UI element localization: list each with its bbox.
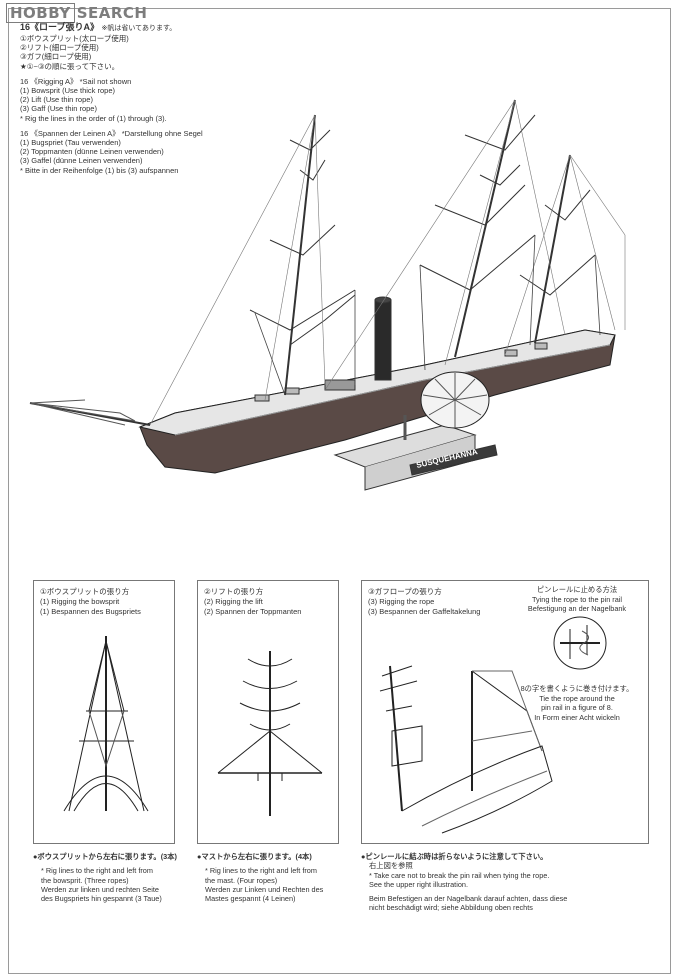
panel-title-de: (1) Bespannen des Bugspriets bbox=[40, 607, 141, 616]
panel-title-en: (2) Rigging the lift bbox=[204, 597, 263, 606]
note-lift: ●マストから左右に張ります。(4本) * Rig lines to the ri… bbox=[197, 852, 347, 903]
pinrail-sub-en: Tie the rope around the bbox=[539, 693, 615, 703]
panel-title-en: (3) Rigging the rope bbox=[368, 597, 435, 606]
en-item: (1) Bowsprit (Use thick rope) bbox=[20, 86, 116, 96]
de-header: 16 《Spannen der Leinen A》 *Darstellung o… bbox=[20, 128, 203, 138]
ship-illustration: SUSQUEHANNA bbox=[29, 99, 626, 491]
bowsprit-diagram bbox=[63, 636, 149, 812]
note-en: See the upper right illustration. bbox=[369, 879, 468, 889]
de-item: (1) Bugspriet (Tau verwenden) bbox=[20, 138, 121, 148]
pinrail-title-en: Tying the rope to the pin rail bbox=[531, 594, 623, 604]
panel-gaff: ③ガフロープの張り方 (3) Rigging the rope (3) Besp… bbox=[361, 580, 649, 844]
pinrail-title-de: Befestigung an der Nagelbank bbox=[527, 604, 627, 613]
pinrail-sub-jp: 8の字を書くように巻き付けます。 bbox=[520, 684, 634, 693]
pinrail-instruction: 8の字を書くように巻き付けます。 Tie the rope around the… bbox=[507, 684, 647, 722]
note-de: nicht beschädigt wird; siehe Abbildung o… bbox=[369, 903, 533, 913]
pinrail-caption: ピンレールに止める方法 Tying the rope to the pin ra… bbox=[512, 585, 642, 614]
step-title-note: ※帆は省いてあります。 bbox=[101, 25, 177, 32]
step-title: 16《ロープ張りA》 bbox=[20, 22, 99, 32]
note-bowsprit: ●ボウスプリットから左右に張ります。(3本) * Rig lines to th… bbox=[33, 852, 183, 903]
watermark-text: SEARCH bbox=[76, 4, 148, 22]
panel-lift: ②リフトの張り方 (2) Rigging the lift (2) Spanne… bbox=[197, 580, 339, 844]
de-item: (2) Toppmanten (dünne Leinen verwenden) bbox=[20, 147, 164, 157]
panel-header: ③ガフロープの張り方 (3) Rigging the rope (3) Besp… bbox=[368, 587, 480, 617]
panel-bowsprit: ①ボウスプリットの張り方 (1) Rigging the bowsprit (1… bbox=[33, 580, 175, 844]
jp-item: ★①~③の順に張って下さい。 bbox=[20, 61, 120, 71]
panel-title-jp: ①ボウスプリットの張り方 bbox=[40, 587, 130, 596]
panel-title-de: (3) Bespannen der Gaffeltakelung bbox=[368, 607, 481, 616]
note-en: * Rig lines to the right and left from bbox=[205, 866, 317, 876]
page-frame bbox=[8, 8, 671, 974]
note-jp: ●ピンレールに結ぶ時は折らないように注意して下さい。 bbox=[361, 852, 548, 861]
gaff-diagram bbox=[379, 616, 607, 834]
note-en: * Rig lines to the right and left from bbox=[41, 866, 153, 876]
note-en: the bowsprit. (Three ropes) bbox=[41, 875, 129, 885]
jp-item: ③ガフ(細ロープ使用) bbox=[20, 52, 92, 62]
panel-title-en: (1) Rigging the bowsprit bbox=[40, 597, 120, 606]
note-de: Werden zur Linken und Rechten des bbox=[205, 884, 324, 894]
step-instructions: 16《ロープ張りA》 ※帆は省いてあります。 ①ボウスプリット(太ロープ使用) … bbox=[20, 22, 203, 175]
note-de: Werden zur linken und rechten Seite bbox=[41, 884, 159, 894]
panel-title-jp: ②リフトの張り方 bbox=[204, 587, 264, 596]
pinrail-sub-de: In Form einer Acht wickeln bbox=[534, 712, 620, 722]
jp-item: ②リフト(細ロープ使用) bbox=[20, 43, 99, 53]
en-header: 16 《Rigging A》 *Sail not shown bbox=[20, 76, 132, 86]
panel-title-de: (2) Spannen der Toppmanten bbox=[204, 607, 302, 616]
note-jp2: 右上図を参照 bbox=[369, 861, 413, 871]
de-item: * Bitte in der Reihenfolge (1) bis (3) a… bbox=[20, 165, 179, 175]
watermark-logo: HOBBY bbox=[6, 3, 75, 23]
note-en: the mast. (Four ropes) bbox=[205, 875, 278, 885]
note-jp: ●ボウスプリットから左右に張ります。(3本) bbox=[33, 852, 177, 861]
jp-item: ①ボウスプリット(太ロープ使用) bbox=[20, 34, 129, 43]
panel-header: ①ボウスプリットの張り方 (1) Rigging the bowsprit (1… bbox=[40, 587, 141, 617]
en-item: * Rig the lines in the order of (1) thro… bbox=[20, 113, 167, 123]
en-item: (2) Lift (Use thin rope) bbox=[20, 95, 93, 105]
en-item: (3) Gaff (Use thin rope) bbox=[20, 104, 97, 114]
pinrail-title-jp: ピンレールに止める方法 bbox=[536, 585, 618, 594]
note-jp: ●マストから左右に張ります。(4本) bbox=[197, 852, 312, 861]
lift-diagram bbox=[217, 651, 323, 816]
note-de: Beim Befestigen an der Nagelbank darauf … bbox=[369, 894, 568, 904]
pinrail-sub-en: pin rail in a figure of 8. bbox=[541, 703, 613, 712]
note-gaff: ●ピンレールに結ぶ時は折らないように注意して下さい。 右上図を参照 * Take… bbox=[361, 852, 651, 913]
note-de: Mastes gespannt (4 Leinen) bbox=[205, 894, 296, 904]
note-de: des Bugspriets hin gespannt (3 Taue) bbox=[41, 894, 162, 904]
panel-title-jp: ③ガフロープの張り方 bbox=[368, 587, 442, 596]
panel-header: ②リフトの張り方 (2) Rigging the lift (2) Spanne… bbox=[204, 587, 301, 617]
note-en: * Take care not to break the pin rail wh… bbox=[369, 870, 550, 880]
de-item: (3) Gaffel (dünne Leinen verwenden) bbox=[20, 156, 143, 166]
